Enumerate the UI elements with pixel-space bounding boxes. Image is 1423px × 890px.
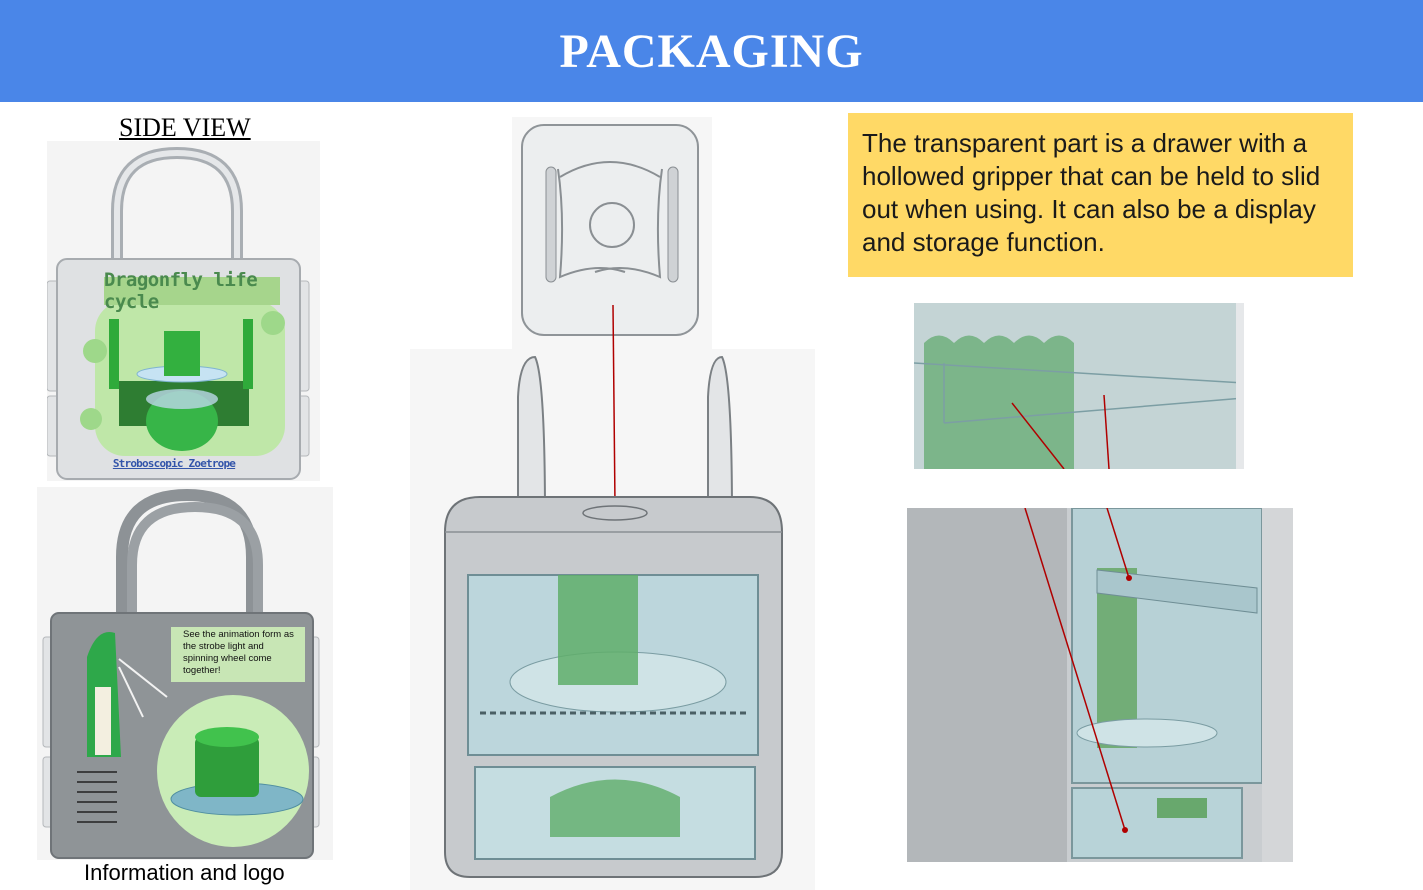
drawer-closeup-bottom bbox=[907, 508, 1293, 862]
front-panel-subtitle: Stroboscopic Zoetrope bbox=[112, 457, 236, 470]
side-view-caption: Information and logo bbox=[84, 860, 285, 885]
drawer-description-note: The transparent part is a drawer with a … bbox=[848, 113, 1353, 277]
back-panel-note: See the animation form as the strobe lig… bbox=[171, 627, 305, 682]
header-banner: PACKAGING bbox=[0, 0, 1423, 102]
drawer-closeup-top bbox=[914, 303, 1244, 469]
exploded-view-render bbox=[410, 117, 815, 890]
page-title: PACKAGING bbox=[559, 24, 864, 78]
front-panel-title: Dragonfly life cycle bbox=[104, 269, 280, 313]
side-view-title: SIDE VIEW bbox=[119, 113, 251, 142]
package-front-render bbox=[47, 141, 320, 481]
